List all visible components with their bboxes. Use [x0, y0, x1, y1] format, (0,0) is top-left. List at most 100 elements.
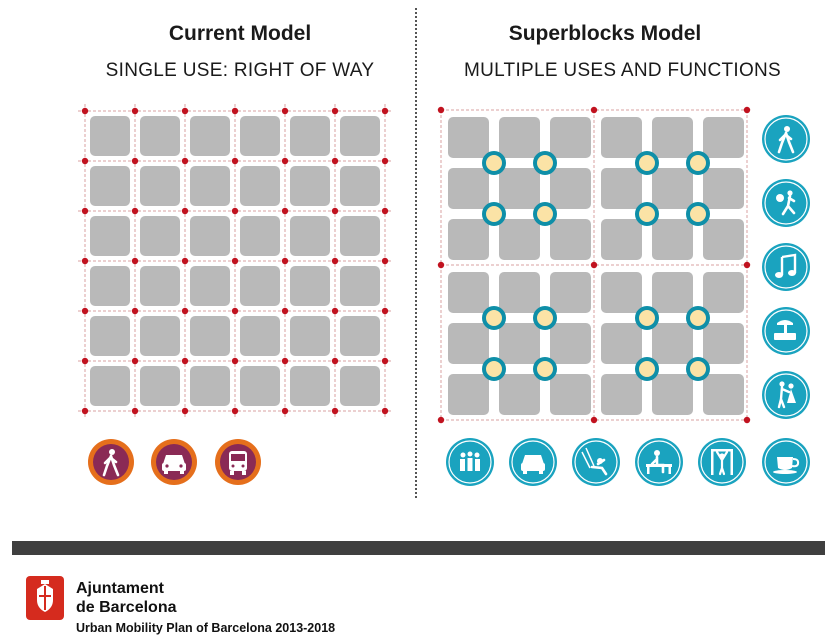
intersection-node: [590, 416, 598, 424]
public-square: [635, 151, 659, 175]
city-block: [340, 116, 380, 156]
city-block: [601, 219, 642, 260]
intersection-node: [231, 107, 239, 115]
intersection-node: [281, 307, 289, 315]
car-icon: [509, 438, 557, 486]
intersection-node: [281, 107, 289, 115]
city-block: [340, 216, 380, 256]
intersection-node: [381, 257, 389, 265]
city-block: [240, 116, 280, 156]
intersection-node: [81, 107, 89, 115]
intersection-node: [381, 107, 389, 115]
city-block: [652, 374, 693, 415]
org-name-line-1: Ajuntament: [76, 580, 164, 597]
public-square: [482, 306, 506, 330]
intersection-node: [331, 307, 339, 315]
ball-game-icon: [762, 179, 810, 227]
public-square: [533, 151, 557, 175]
city-block: [448, 168, 489, 209]
intersection-node: [743, 416, 751, 424]
city-block: [140, 216, 180, 256]
city-block: [290, 166, 330, 206]
city-block: [240, 366, 280, 406]
city-block: [499, 374, 540, 415]
current-model-title: Current Model: [168, 22, 312, 45]
city-block: [190, 266, 230, 306]
public-square: [686, 357, 710, 381]
public-square: [533, 306, 557, 330]
intersection-node: [331, 257, 339, 265]
city-block: [190, 216, 230, 256]
city-block: [340, 316, 380, 356]
coffee-cup-icon: [762, 438, 810, 486]
intersection-node: [590, 261, 598, 269]
city-block: [652, 117, 693, 158]
city-block: [550, 374, 591, 415]
city-block: [499, 323, 540, 364]
city-block: [140, 316, 180, 356]
intersection-node: [81, 207, 89, 215]
city-block: [140, 266, 180, 306]
city-block: [340, 166, 380, 206]
city-block: [652, 272, 693, 313]
public-square: [533, 357, 557, 381]
intersection-node: [743, 261, 751, 269]
city-block: [140, 166, 180, 206]
city-block: [190, 166, 230, 206]
intersection-node: [131, 257, 139, 265]
city-block: [290, 266, 330, 306]
city-block: [290, 116, 330, 156]
city-block: [550, 272, 591, 313]
bench-icon: [635, 438, 683, 486]
city-block: [240, 216, 280, 256]
bus-icon: [215, 439, 261, 485]
public-square: [635, 357, 659, 381]
city-block: [652, 323, 693, 364]
intersection-node: [381, 357, 389, 365]
exercise-icon: [698, 438, 746, 486]
city-block: [601, 272, 642, 313]
intersection-node: [231, 257, 239, 265]
city-block: [550, 219, 591, 260]
intersection-node: [331, 157, 339, 165]
intersection-node: [281, 157, 289, 165]
city-block: [703, 168, 744, 209]
city-block: [499, 117, 540, 158]
public-square: [686, 151, 710, 175]
car-icon: [151, 439, 197, 485]
city-block: [499, 168, 540, 209]
city-block: [90, 166, 130, 206]
intersection-node: [81, 407, 89, 415]
city-block: [190, 116, 230, 156]
intersection-node: [437, 106, 445, 114]
intersection-node: [231, 207, 239, 215]
ajuntament-logo: [26, 576, 64, 620]
public-square: [482, 151, 506, 175]
footer-bar: [12, 541, 825, 555]
public-square: [635, 306, 659, 330]
city-block: [190, 316, 230, 356]
superblocks-model-title: Superblocks Model: [508, 22, 702, 45]
superblocks-model-subtitle: MULTIPLE USES AND FUNCTIONS: [463, 60, 782, 81]
city-block: [340, 366, 380, 406]
intersection-node: [131, 407, 139, 415]
pedestrian-icon: [762, 115, 810, 163]
public-square: [686, 306, 710, 330]
city-block: [601, 323, 642, 364]
intersection-node: [81, 307, 89, 315]
city-block: [240, 316, 280, 356]
intersection-node: [281, 257, 289, 265]
intersection-node: [331, 107, 339, 115]
intersection-node: [331, 207, 339, 215]
intersection-node: [131, 157, 139, 165]
swing-icon: [572, 438, 620, 486]
city-block: [703, 323, 744, 364]
intersection-node: [81, 157, 89, 165]
intersection-node: [131, 107, 139, 115]
city-block: [448, 323, 489, 364]
city-block: [448, 272, 489, 313]
intersection-node: [231, 307, 239, 315]
